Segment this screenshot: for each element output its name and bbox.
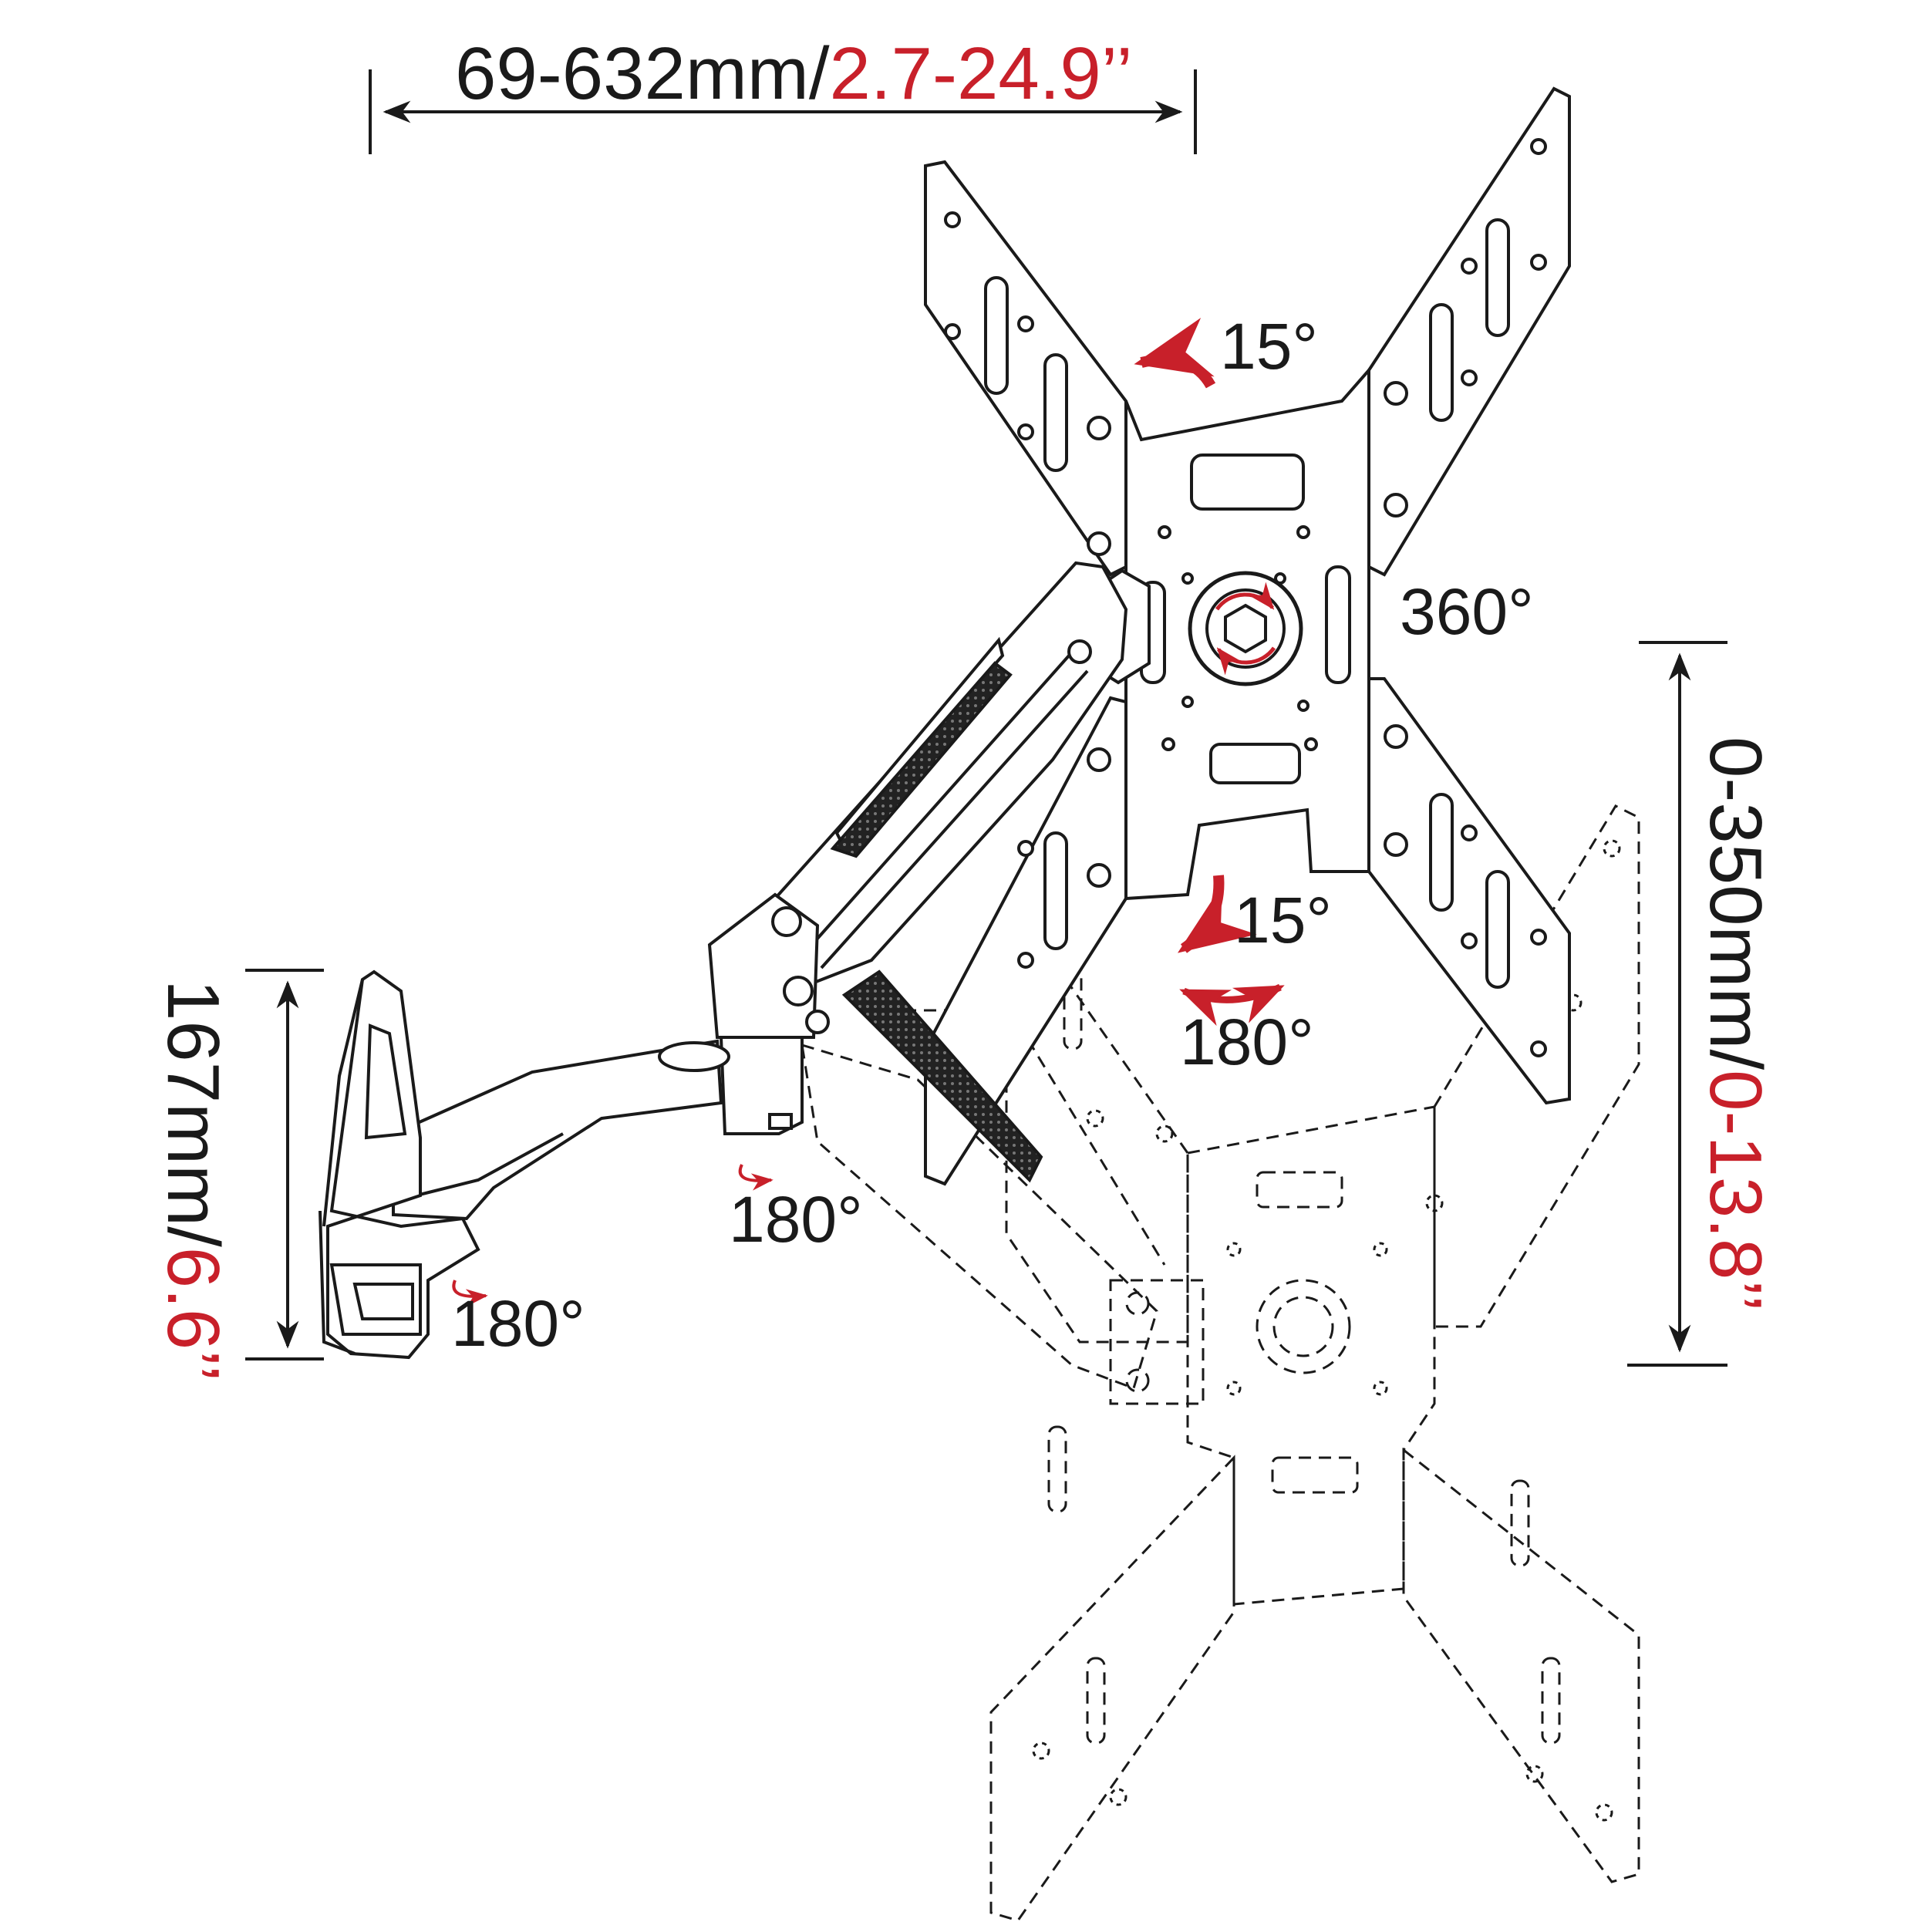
height-adjust-label: 0-350mm/0-13.8’’ (1694, 737, 1777, 1311)
rotation-hub (1188, 571, 1303, 686)
vesa-plate-holes (944, 138, 1547, 1057)
dim-line-wall-plate (245, 969, 324, 1360)
dim-line-extension (369, 69, 1197, 154)
tilt-up-arrow (1134, 317, 1216, 389)
swivel-wall-label: 180° (451, 1287, 585, 1360)
tilt-down-arrow (1177, 875, 1257, 953)
vesa-plate-slots (984, 218, 1510, 989)
swivel-wall-arrow (452, 1280, 488, 1307)
swivel-head-arrow (1179, 983, 1285, 1027)
dim-line-height (1627, 641, 1727, 1367)
rotation-label: 360° (1400, 575, 1534, 648)
wall-plate (319, 969, 480, 1360)
tilt-up-label: 15° (1220, 310, 1318, 383)
extension-label: 69-632mm/2.7-24.9’’ (455, 32, 1133, 115)
tilt-down-label: 15° (1234, 884, 1332, 956)
wall-plate-label: 167mm/6.6’’ (152, 979, 234, 1381)
swivel-elbow-label: 180° (729, 1183, 863, 1256)
gas-spring-arm (392, 561, 1151, 1221)
swivel-head-label: 180° (1180, 1006, 1314, 1078)
swivel-elbow-arrow (738, 1164, 774, 1191)
